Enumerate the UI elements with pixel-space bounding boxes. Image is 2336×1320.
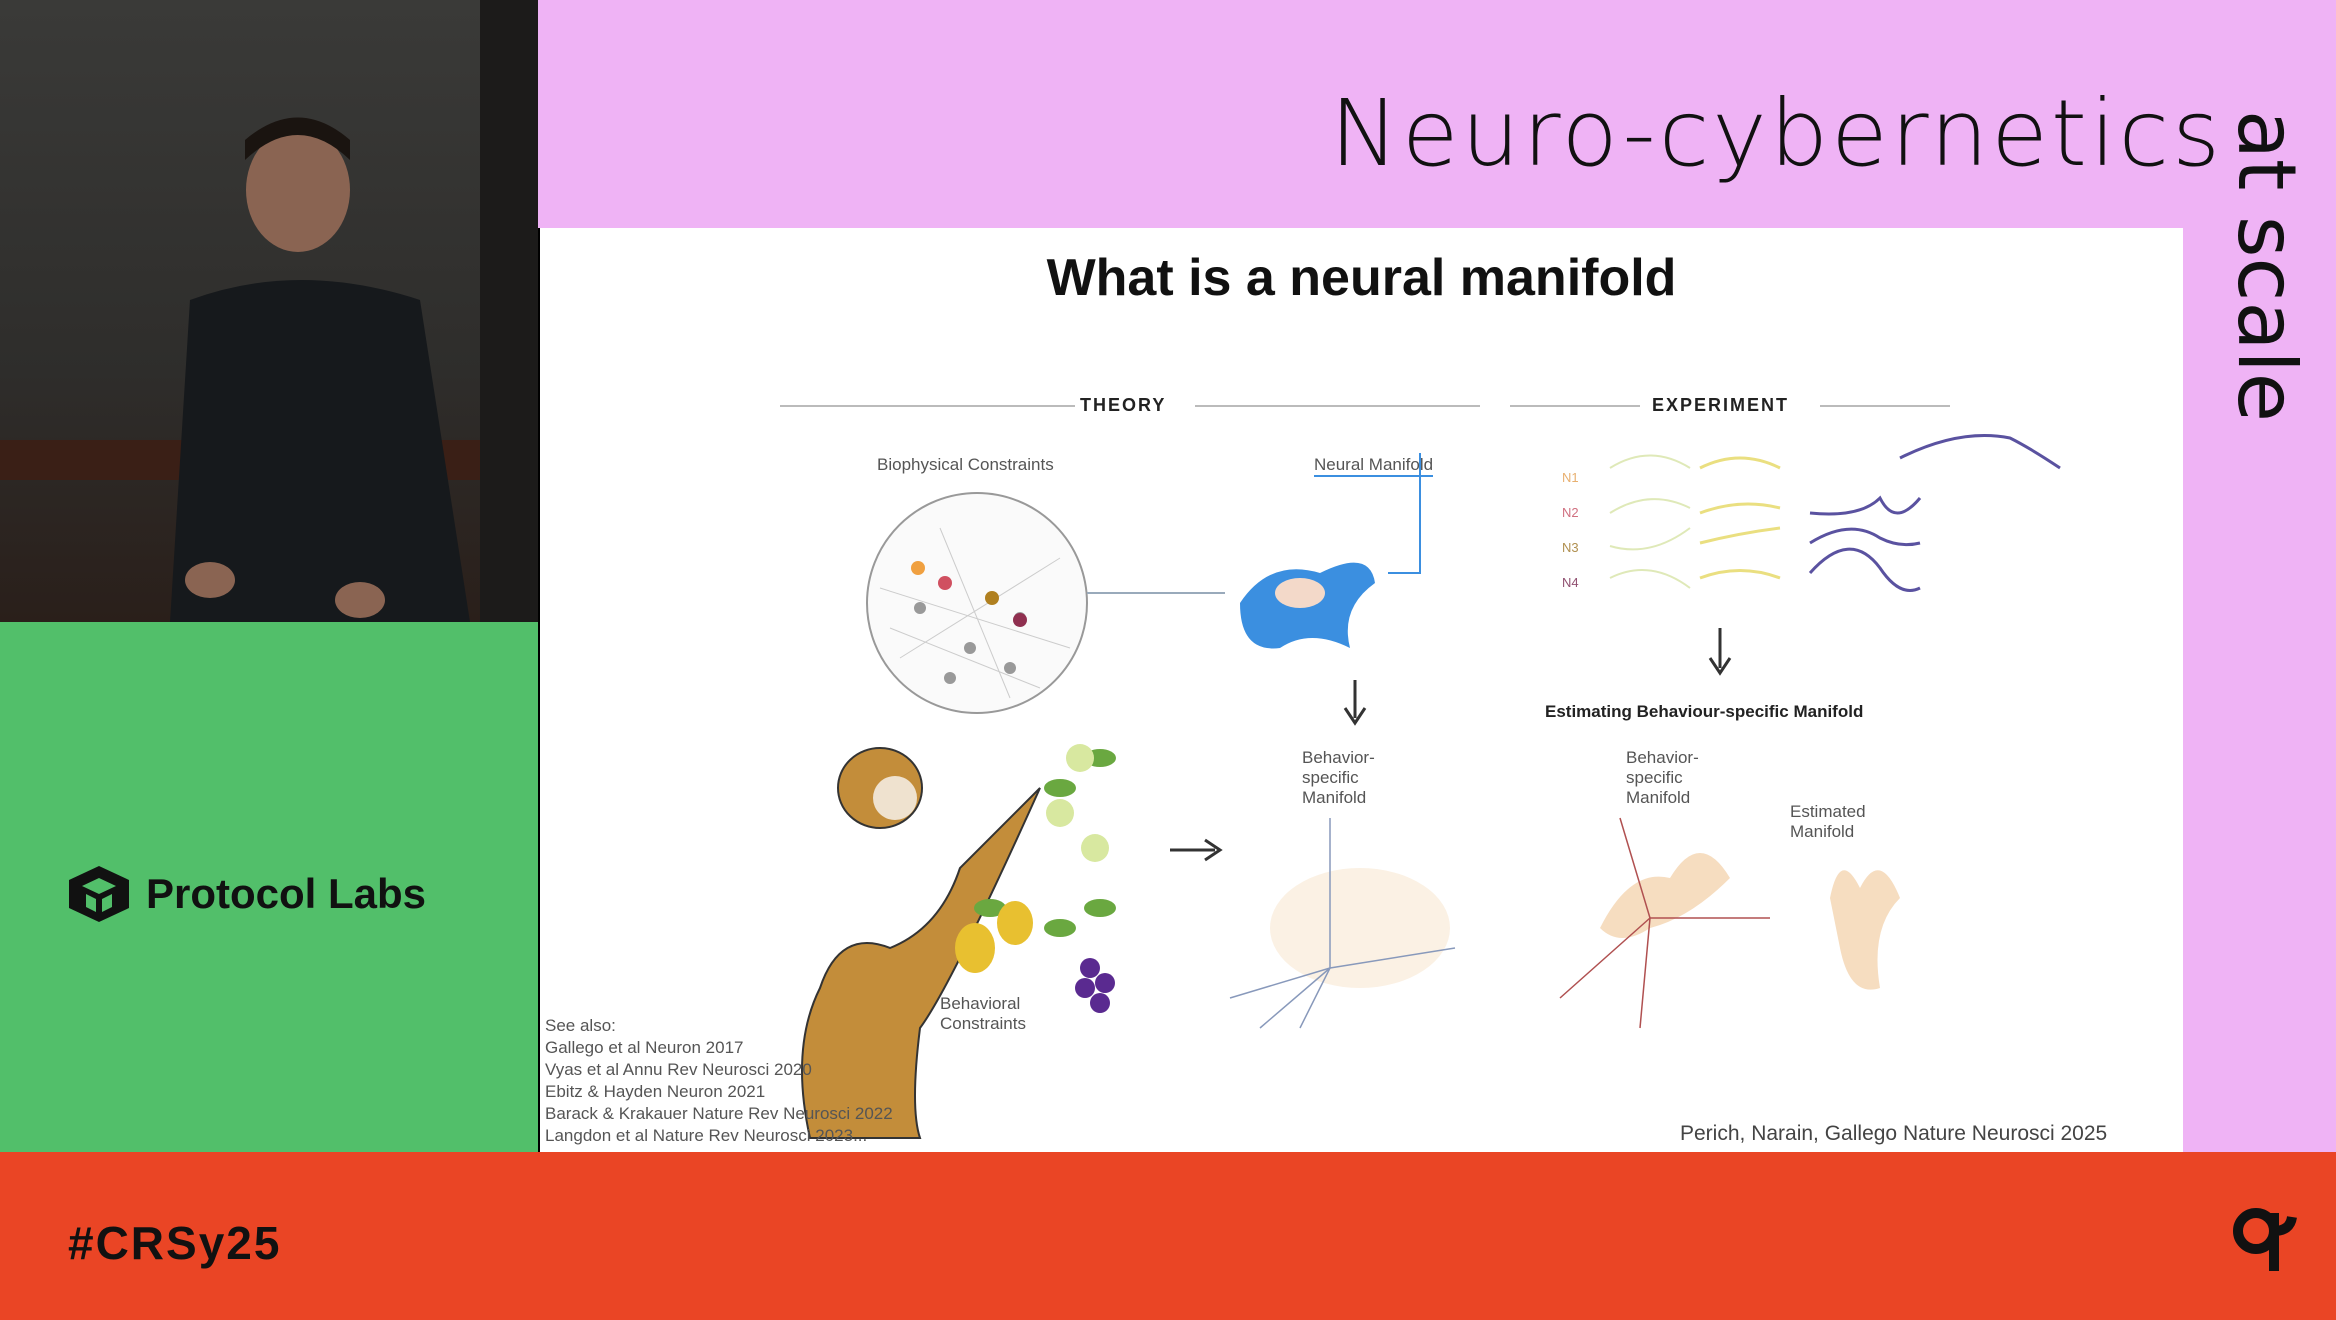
reference-item: Vyas et al Annu Rev Neurosci 2020	[545, 1060, 812, 1079]
monkey-illustration	[801, 787, 1041, 1139]
sponsor-name: Protocol Labs	[146, 870, 427, 917]
references-heading: See also:	[545, 1016, 616, 1035]
event-banner	[538, 0, 2336, 228]
speaker-video	[0, 0, 538, 622]
reference-item: Gallego et al Neuron 2017	[545, 1038, 744, 1057]
behavioral-constraints-label: Behavioral Constraints	[940, 994, 1026, 1033]
protocol-labs-logo-icon	[69, 866, 129, 922]
theory-header: THEORY	[1080, 395, 1167, 415]
behavior-manifold-label: Behavior-specific Manifold	[1302, 748, 1375, 807]
event-title: Neuro-cybernetics	[1330, 80, 2224, 187]
event-title-suffix: at scale	[2220, 110, 2313, 422]
neuron-labels: N1 N2 N3 N4	[1562, 460, 1579, 600]
neural-network-circle	[866, 492, 1088, 714]
behavior-manifold-label-2: Behavior-specific Manifold	[1626, 748, 1699, 807]
event-side-banner	[2183, 228, 2336, 1152]
reference-item: Ebitz & Hayden Neuron 2021	[545, 1082, 766, 1101]
reference-item: Barack & Krakauer Nature Rev Neurosci 20…	[545, 1104, 893, 1123]
neuron-label: N2	[1562, 505, 1579, 520]
estimating-label: Estimating Behaviour-specific Manifold	[1545, 702, 1864, 721]
neuron-label: N3	[1562, 540, 1579, 555]
protocol-labs-brand: Protocol Labs	[66, 864, 426, 924]
neuron-label: N4	[1562, 575, 1579, 590]
event-logo-icon	[2230, 1205, 2300, 1280]
biophysical-label: Biophysical Constraints	[877, 455, 1054, 474]
estimated-manifold-shape	[1830, 870, 1900, 990]
neuron-label: N1	[1562, 470, 1579, 485]
references-list: See also: Gallego et al Neuron 2017 Vyas…	[545, 1015, 893, 1147]
estimated-manifold-label: Estimated Manifold	[1790, 802, 1866, 841]
event-hashtag: #CRSy25	[68, 1217, 282, 1269]
neural-manifold-label: Neural Manifold	[1314, 455, 1434, 477]
slide-title: What is a neural manifold	[1046, 249, 1677, 307]
manifold-figure	[780, 405, 2061, 1139]
estimating-manifold-shape	[1600, 853, 1730, 938]
reference-item: Langdon et al Nature Rev Neurosci 2023..…	[545, 1126, 868, 1145]
experiment-header: EXPERIMENT	[1652, 395, 1790, 415]
footer-bar	[0, 1152, 2336, 1320]
behavior-manifold-shape	[1270, 868, 1450, 988]
presentation-slide	[540, 228, 2183, 1152]
slide-citation: Perich, Narain, Gallego Nature Neurosci …	[1680, 1122, 2108, 1145]
n1-trace	[1899, 434, 2061, 470]
speaker-silhouette	[0, 0, 538, 622]
